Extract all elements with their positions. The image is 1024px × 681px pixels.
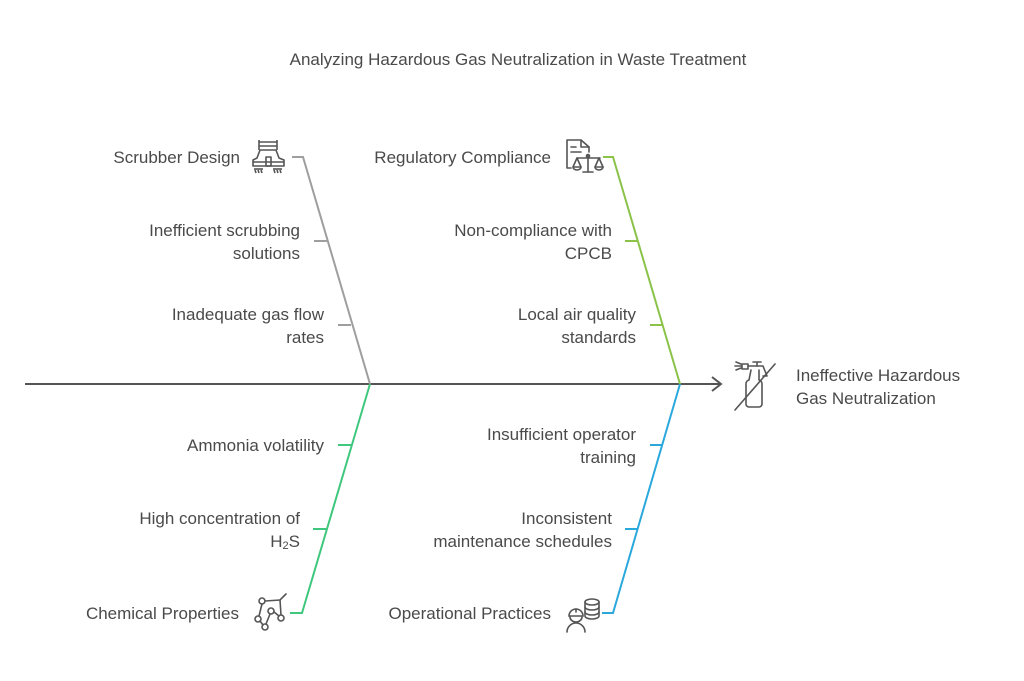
cause-line: Insufficient operator bbox=[487, 425, 636, 444]
cause-line: standards bbox=[561, 328, 636, 347]
bone-regulatory bbox=[603, 156, 681, 385]
cause-line: solutions bbox=[232, 244, 300, 263]
cause-inconsistent-maintenance: Inconsistent maintenance schedules bbox=[433, 507, 612, 553]
scrubber-machine-icon bbox=[252, 140, 285, 174]
diagram-title: Analyzing Hazardous Gas Neutralization i… bbox=[289, 50, 747, 69]
no-spray-bottle-icon bbox=[734, 361, 776, 411]
cause-inadequate-gas-flow: Inadequate gas flow rates bbox=[172, 303, 324, 349]
cause-line: maintenance schedules bbox=[433, 532, 612, 551]
category-operational-practices: Operational Practices bbox=[388, 604, 551, 623]
cause-line-formula: H2S bbox=[139, 530, 300, 558]
category-scrubber-design: Scrubber Design bbox=[113, 148, 240, 167]
formula-element: S bbox=[288, 532, 300, 551]
cause-line: Inefficient scrubbing bbox=[149, 221, 300, 240]
effect-line: Ineffective Hazardous bbox=[796, 366, 961, 385]
cause-ammonia-volatility: Ammonia volatility bbox=[187, 434, 324, 457]
formula-subscript: 2 bbox=[282, 540, 289, 552]
cause-line: Inconsistent bbox=[521, 509, 612, 528]
bone-chemical bbox=[290, 383, 371, 614]
category-regulatory-compliance: Regulatory Compliance bbox=[374, 148, 551, 167]
document-scales-icon bbox=[566, 139, 604, 173]
effect-line: Gas Neutralization bbox=[796, 389, 936, 408]
cause-line: Local air quality bbox=[517, 305, 636, 324]
cause-line: CPCB bbox=[564, 244, 612, 263]
cause-inefficient-scrubbing: Inefficient scrubbing solutions bbox=[149, 219, 300, 265]
cause-line: rates bbox=[286, 328, 324, 347]
cause-line: training bbox=[580, 448, 636, 467]
cause-line: High concentration of bbox=[139, 509, 300, 528]
cause-line: Ammonia volatility bbox=[187, 436, 324, 455]
spine-arrowhead bbox=[711, 376, 723, 392]
category-chemical-properties: Chemical Properties bbox=[85, 604, 239, 623]
cause-line: Inadequate gas flow bbox=[171, 305, 324, 324]
worker-database-icon bbox=[566, 598, 600, 633]
bone-operational bbox=[602, 383, 681, 614]
bone-scrubber bbox=[292, 156, 371, 385]
formula-element: H bbox=[270, 532, 283, 551]
cause-local-air-quality: Local air quality standards bbox=[518, 303, 636, 349]
cause-high-concentration-h2s: High concentration of H2S bbox=[139, 507, 300, 558]
cause-non-compliance-cpcb: Non-compliance with CPCB bbox=[454, 219, 612, 265]
molecule-icon bbox=[254, 593, 287, 631]
cause-line: Non-compliance with bbox=[454, 221, 612, 240]
effect-label: Ineffective Hazardous Gas Neutralization bbox=[796, 364, 960, 410]
cause-insufficient-operator-training: Insufficient operator training bbox=[487, 423, 636, 469]
